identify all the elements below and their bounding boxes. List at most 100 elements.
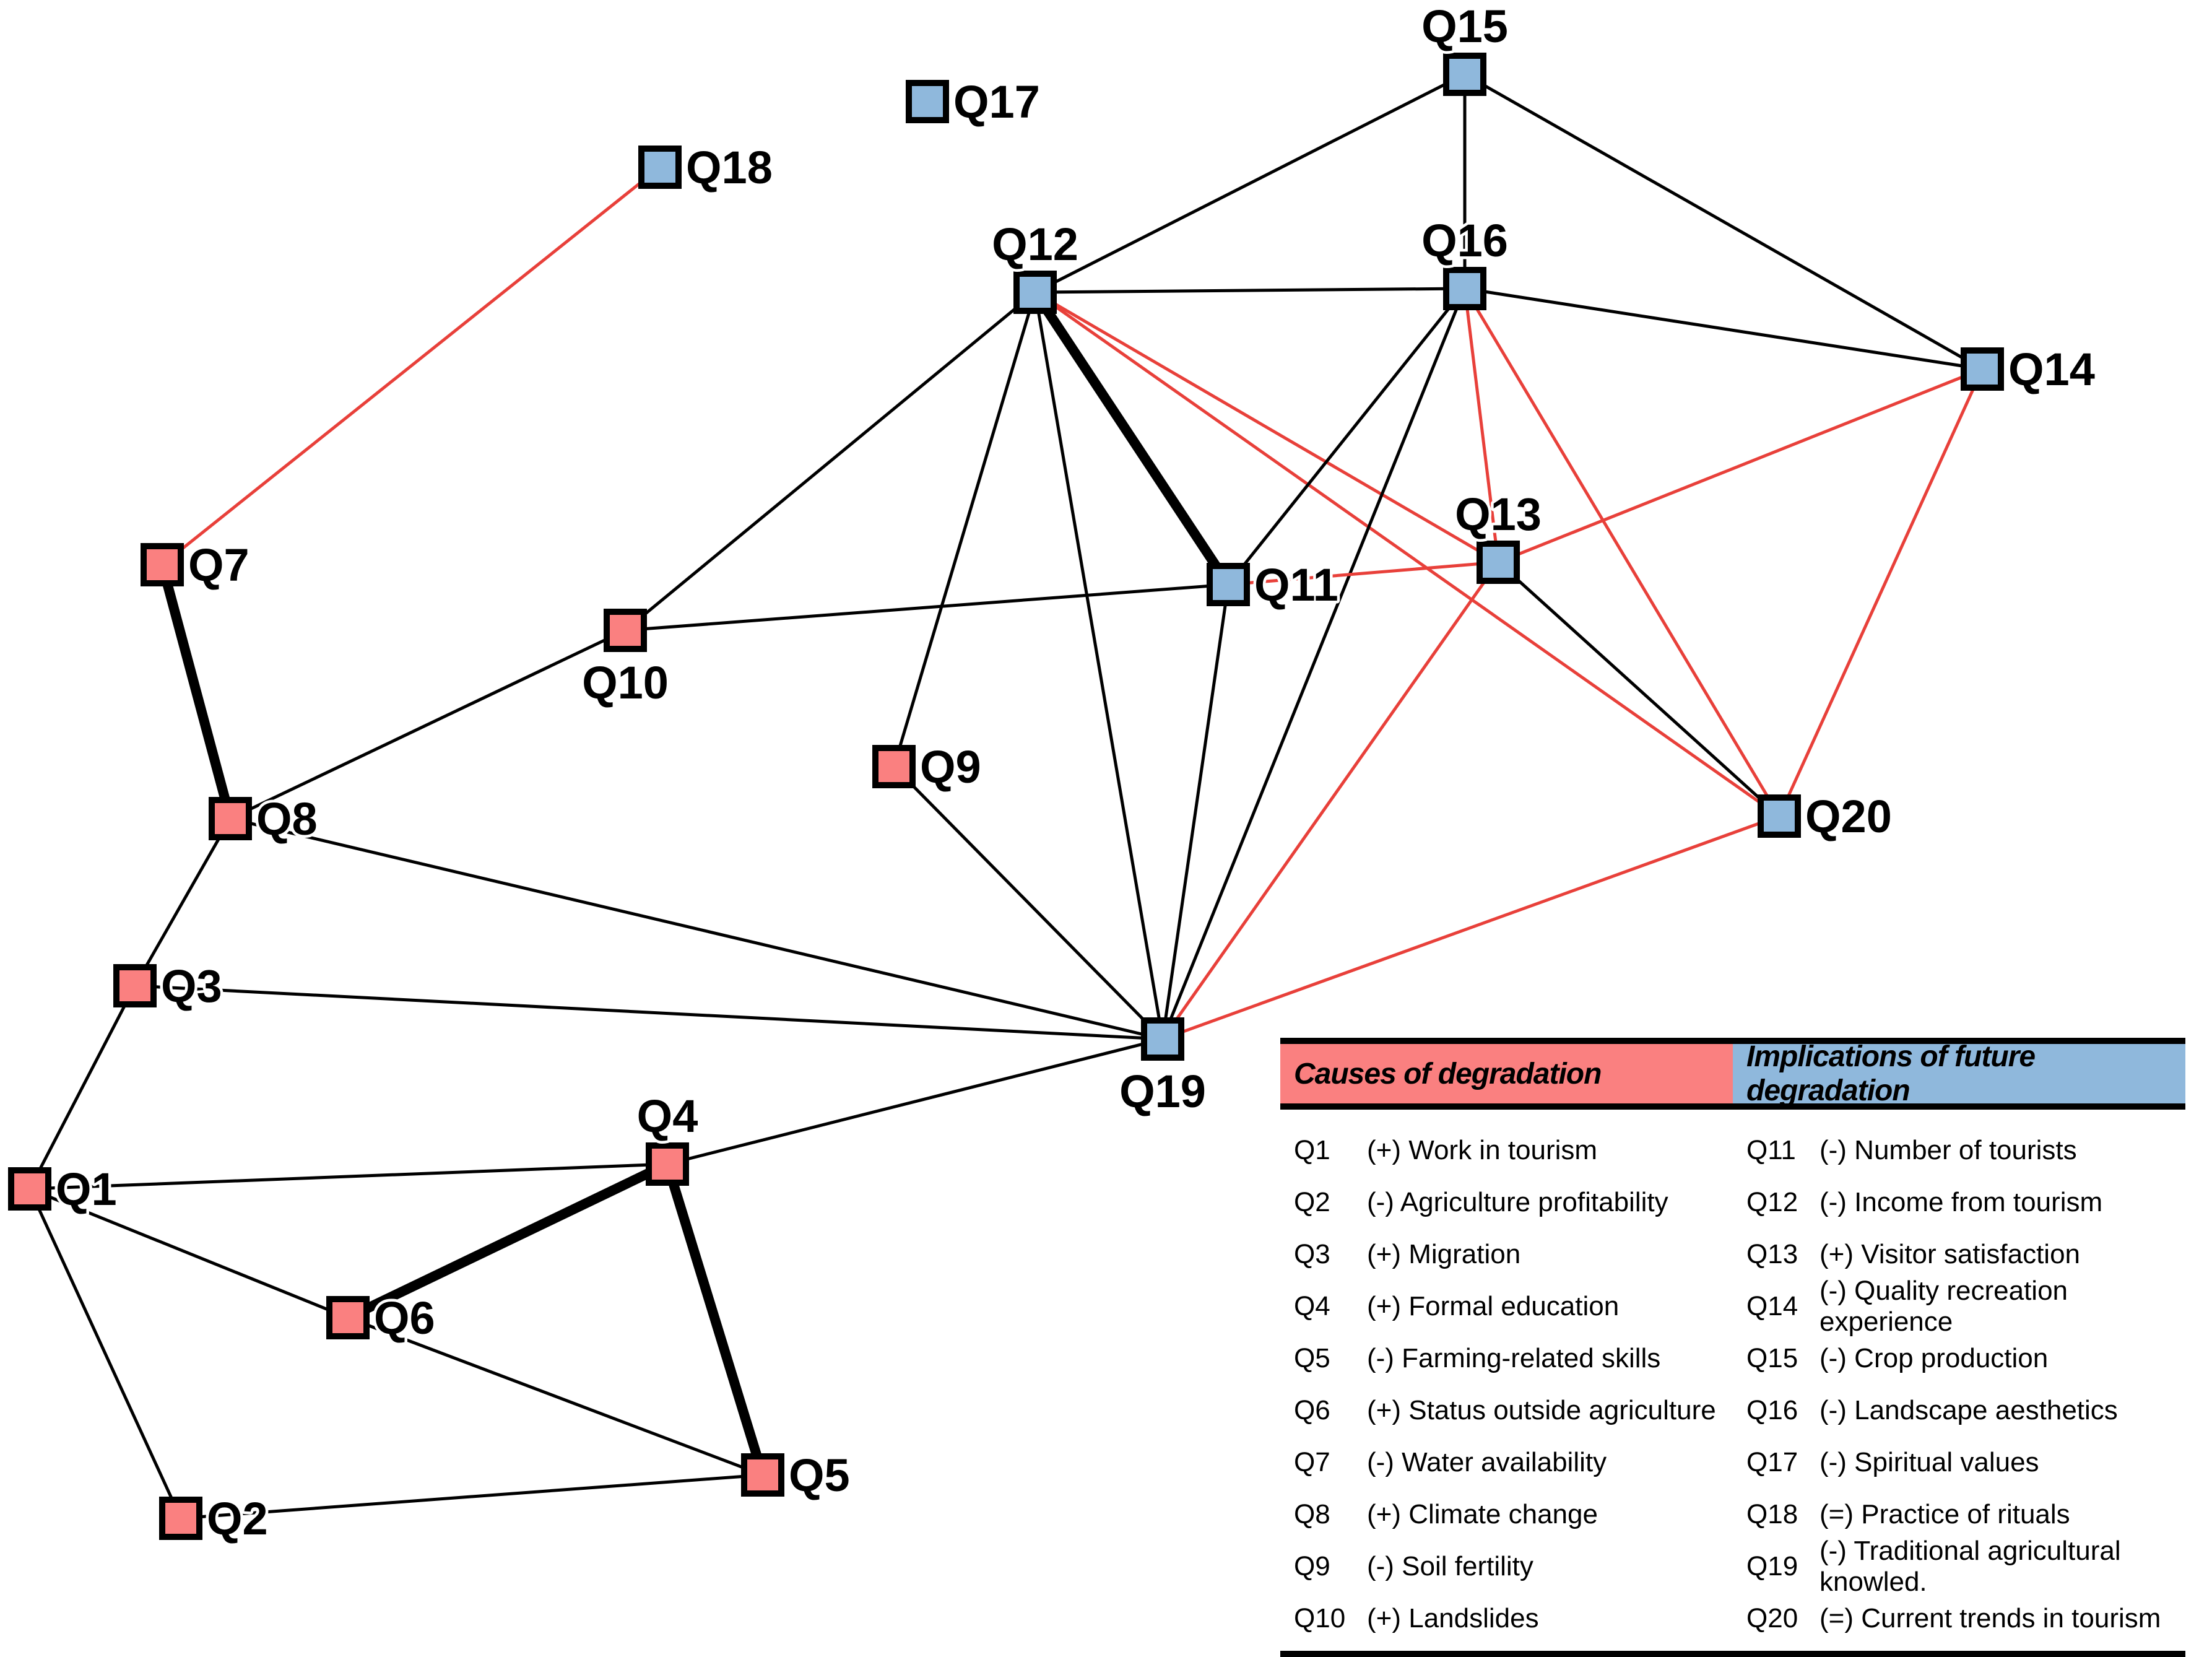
legend-text-Q15: (-) Crop production	[1819, 1343, 2049, 1373]
legend-mid-rule	[1280, 1103, 2185, 1110]
legend-code-Q3: Q3	[1294, 1239, 1330, 1269]
edge-Q7-Q18	[161, 166, 661, 566]
node-square-Q9[interactable]	[872, 745, 916, 788]
node-Q3[interactable]: Q3	[113, 958, 225, 1015]
edge-Q4-Q5	[662, 1162, 768, 1477]
node-label-Q5: Q5	[789, 1450, 850, 1501]
edge-Q12-Q11	[1031, 289, 1233, 588]
legend-row-Q12: Q12(-) Income from tourism	[1733, 1176, 2185, 1229]
node-square-Q14[interactable]	[1961, 347, 2004, 391]
node-Q10[interactable]: Q10	[579, 609, 671, 711]
node-Q14[interactable]: Q14	[1961, 341, 2097, 398]
edge-Q11-Q13	[1228, 560, 1499, 586]
legend-code-Q15: Q15	[1746, 1343, 1798, 1373]
legend-text-Q16: (-) Landscape aesthetics	[1819, 1395, 2118, 1425]
legend-text-Q6: (+) Status outside agriculture	[1367, 1395, 1716, 1425]
edge-Q10-Q12	[624, 291, 1036, 632]
node-Q9[interactable]: Q9	[872, 739, 984, 796]
edge-Q16-Q11	[1227, 287, 1466, 586]
edge-Q16-Q14	[1464, 287, 1983, 371]
legend-row-Q5: Q5(-) Farming-related skills	[1280, 1333, 1733, 1385]
node-label-Q15: Q15	[1421, 1, 1508, 52]
legend-code-Q17: Q17	[1746, 1447, 1798, 1477]
legend-text-Q12: (-) Income from tourism	[1819, 1187, 2103, 1217]
node-Q19[interactable]: Q19	[1117, 1017, 1208, 1120]
edge-Q10-Q11	[625, 583, 1229, 632]
node-square-Q1[interactable]	[8, 1167, 51, 1211]
edge-Q6-Q4	[345, 1159, 670, 1323]
node-square-Q16[interactable]	[1443, 267, 1486, 310]
edge-Q19-Q20	[1162, 814, 1780, 1041]
node-square-Q6[interactable]	[326, 1296, 370, 1339]
legend-text-Q11: (-) Number of tourists	[1819, 1135, 2077, 1165]
edge-Q12-Q16	[1034, 287, 1465, 294]
edge-Q3-Q1	[28, 985, 137, 1190]
edge-Q6-Q5	[347, 1316, 763, 1477]
legend-text-Q18: (=) Practice of rituals	[1819, 1499, 2070, 1529]
node-square-Q8[interactable]	[209, 797, 252, 840]
legend-code-Q19: Q19	[1746, 1551, 1798, 1581]
node-Q16[interactable]: Q16	[1419, 212, 1511, 310]
node-Q13[interactable]: Q13	[1452, 486, 1544, 584]
node-Q18[interactable]: Q18	[638, 139, 775, 196]
node-square-Q17[interactable]	[906, 80, 949, 123]
edge-Q3-Q19	[134, 984, 1163, 1041]
node-square-Q4[interactable]	[646, 1142, 689, 1186]
legend-code-Q5: Q5	[1294, 1343, 1330, 1373]
node-label-Q16: Q16	[1421, 215, 1508, 266]
edge-Q8-Q10	[229, 628, 627, 820]
node-square-Q15[interactable]	[1443, 53, 1486, 96]
node-square-Q12[interactable]	[1013, 271, 1057, 314]
node-Q5[interactable]: Q5	[741, 1447, 852, 1504]
node-Q15[interactable]: Q15	[1419, 0, 1511, 96]
node-Q11[interactable]: Q11	[1207, 557, 1341, 614]
node-Q4[interactable]: Q4	[634, 1088, 701, 1186]
node-label-Q13: Q13	[1455, 489, 1542, 540]
node-Q8[interactable]: Q8	[209, 791, 320, 848]
legend-row-Q13: Q13(+) Visitor satisfaction	[1733, 1229, 2185, 1281]
node-Q2[interactable]: Q2	[159, 1490, 271, 1547]
node-square-Q3[interactable]	[113, 964, 157, 1007]
node-Q20[interactable]: Q20	[1758, 788, 1894, 845]
node-square-Q13[interactable]	[1477, 541, 1520, 584]
edge-Q13-Q19	[1161, 561, 1500, 1040]
edge-layer	[28, 72, 1984, 1520]
legend-code-Q1: Q1	[1294, 1135, 1330, 1165]
node-square-Q18[interactable]	[638, 146, 682, 189]
node-label-Q3: Q3	[161, 960, 222, 1012]
legend-text-Q14: (-) Quality recreation experience	[1819, 1276, 2068, 1337]
legend-row-Q17: Q17(-) Spiritual values	[1733, 1437, 2185, 1489]
legend-code-Q20: Q20	[1746, 1603, 1798, 1633]
edge-Q12-Q20	[1034, 290, 1780, 818]
node-Q17[interactable]: Q17	[906, 74, 1043, 131]
node-Q1[interactable]: Q1	[8, 1161, 119, 1218]
node-label-Q20: Q20	[1805, 791, 1892, 842]
node-label-Q1: Q1	[56, 1163, 117, 1215]
node-square-Q10[interactable]	[604, 609, 647, 652]
legend-row-Q19: Q19(-) Traditional agricultural knowled.	[1733, 1536, 2185, 1597]
node-square-Q5[interactable]	[741, 1453, 784, 1497]
node-square-Q19[interactable]	[1141, 1017, 1184, 1061]
node-square-Q7[interactable]	[141, 543, 184, 586]
node-Q7[interactable]: Q7	[141, 537, 252, 594]
node-Q12[interactable]: Q12	[989, 216, 1081, 314]
legend-row-Q20: Q20(=) Current trends in tourism	[1733, 1593, 2185, 1645]
edge-Q4-Q19	[667, 1037, 1163, 1166]
node-square-Q20[interactable]	[1758, 794, 1801, 838]
legend-row-Q15: Q15 (-) Crop production	[1733, 1333, 2185, 1385]
legend-code-Q13: Q13	[1746, 1239, 1798, 1269]
edge-Q13-Q20	[1497, 561, 1780, 817]
node-square-Q11[interactable]	[1207, 563, 1250, 606]
legend-code-Q16: Q16	[1746, 1395, 1798, 1425]
legend-row-Q2: Q2(-) Agriculture profitability	[1280, 1176, 1733, 1229]
legend-code-Q4: Q4	[1294, 1291, 1330, 1321]
node-square-Q2[interactable]	[159, 1497, 202, 1540]
node-Q6[interactable]: Q6	[326, 1290, 438, 1347]
node-label-Q2: Q2	[207, 1493, 268, 1544]
edge-Q8-Q3	[133, 817, 232, 987]
legend-code-Q18: Q18	[1746, 1499, 1798, 1529]
legend-header-implications: Implications of future degradation	[1733, 1040, 2185, 1107]
edge-Q13-Q14	[1498, 367, 1983, 564]
